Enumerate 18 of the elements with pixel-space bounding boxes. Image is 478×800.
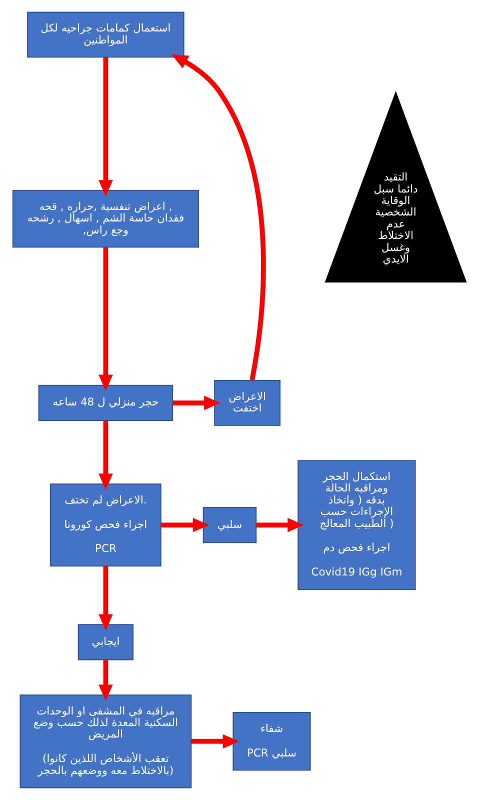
arrow [98,247,112,392]
node-box: شفاء PCR سلبي [232,712,310,771]
arrow [190,734,239,749]
node-box: مراقبه في المشفى او الوحدات السكنية المعدة لذلك حسب وضع المريض (تعقب الأشخاص اللذين كانوا بالاختلاط معه ووضعهم بالحجر) [19,694,192,788]
node-box: ايجابي [77,624,134,660]
node-box: الاعراض اختفت [214,380,280,426]
arrow [256,518,304,532]
arrow [98,566,112,631]
node-box: اعراض تنفسية ,حراره , قحه , فقدان حاسة الشم , اسهال , رشحه ,وجع راس [12,190,198,248]
node-box: استعمال كمامات جراحيه لكل المواطنين [26,12,184,58]
arrow [160,518,209,532]
arrow [172,396,220,410]
arrow [98,660,112,701]
arrow [171,54,266,380]
node-box: سلبي [202,506,256,544]
node-box: حجر منزلي ل 48 ساعه [38,384,173,421]
arrow [98,420,112,490]
arrow [98,57,112,196]
